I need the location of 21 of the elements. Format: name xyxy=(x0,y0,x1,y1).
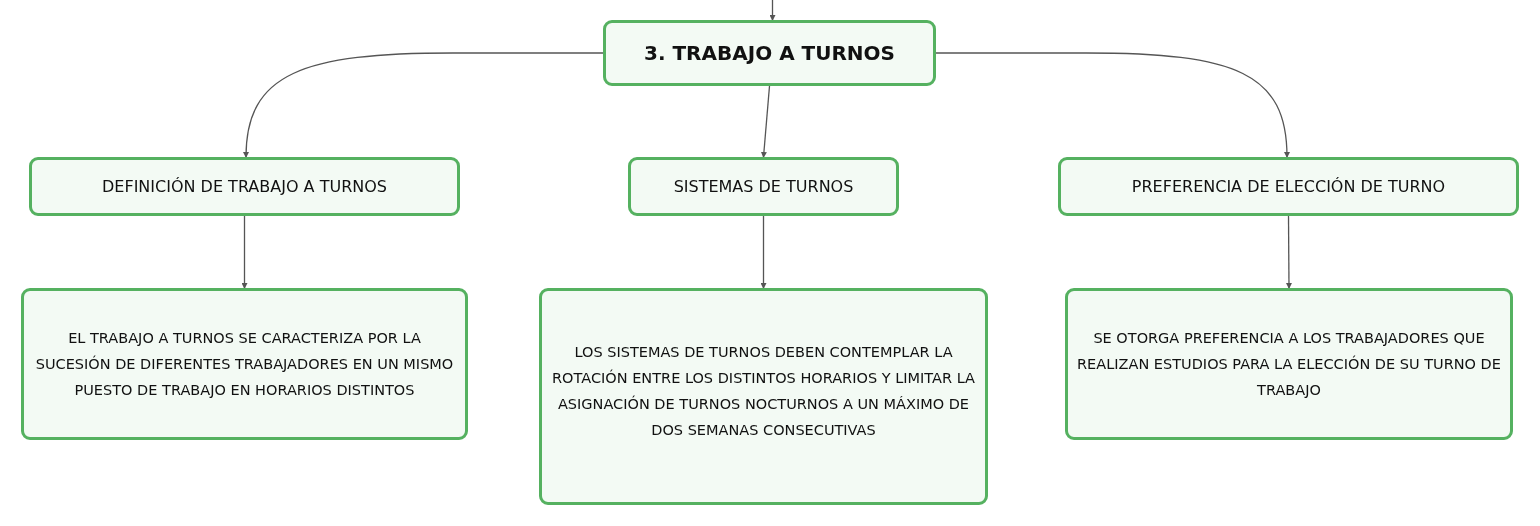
subtopic-title: DEFINICIÓN DE TRABAJO A TURNOS xyxy=(102,176,387,197)
connector-arrow xyxy=(935,52,1290,158)
connector-arrow xyxy=(769,0,776,21)
connector-arrow xyxy=(241,215,248,289)
subtopic-box xyxy=(628,157,899,216)
connector-arrow xyxy=(760,85,771,158)
connector-arrow xyxy=(760,215,767,289)
topic-box xyxy=(603,20,936,86)
subtopic-title: PREFERENCIA DE ELECCIÓN DE TURNO xyxy=(1131,176,1446,197)
connector-arrow xyxy=(243,52,604,158)
subtopic-box xyxy=(1058,157,1519,216)
subtopic-box xyxy=(29,157,460,216)
detail-box xyxy=(539,288,988,505)
subtopic-title: SISTEMAS DE TURNOS xyxy=(673,176,854,197)
description-text: SE OTORGA PREFERENCIA A LOS TRABAJADORES QUE REALIZAN ESTUDIOS PARA LA ELECCIÓN DE SU TURNO DE TRABAJO xyxy=(1076,329,1502,400)
description-text: LOS SISTEMAS DE TURNOS DEBEN CONTEMPLAR LA ROTACIÓN ENTRE LOS DISTINTOS HORARIOS Y LIMITAR LA ASIGNACIÓN DE TURNOS NOCTURNOS A UN MÁXIMO DE DOS SEMANAS CONSECUTIVAS xyxy=(551,343,976,440)
description-text: EL TRABAJO A TURNOS SE CARACTERIZA POR LA SUCESIÓN DE DIFERENTES TRABAJADORES EN UN MISMO PUESTO DE TRABAJO EN HORARIOS DISTINTOS xyxy=(34,329,455,400)
connector-arrow xyxy=(1285,215,1292,289)
topic-title: 3. TRABAJO A TURNOS xyxy=(644,41,895,65)
detail-box xyxy=(1065,288,1513,440)
detail-box xyxy=(21,288,468,440)
